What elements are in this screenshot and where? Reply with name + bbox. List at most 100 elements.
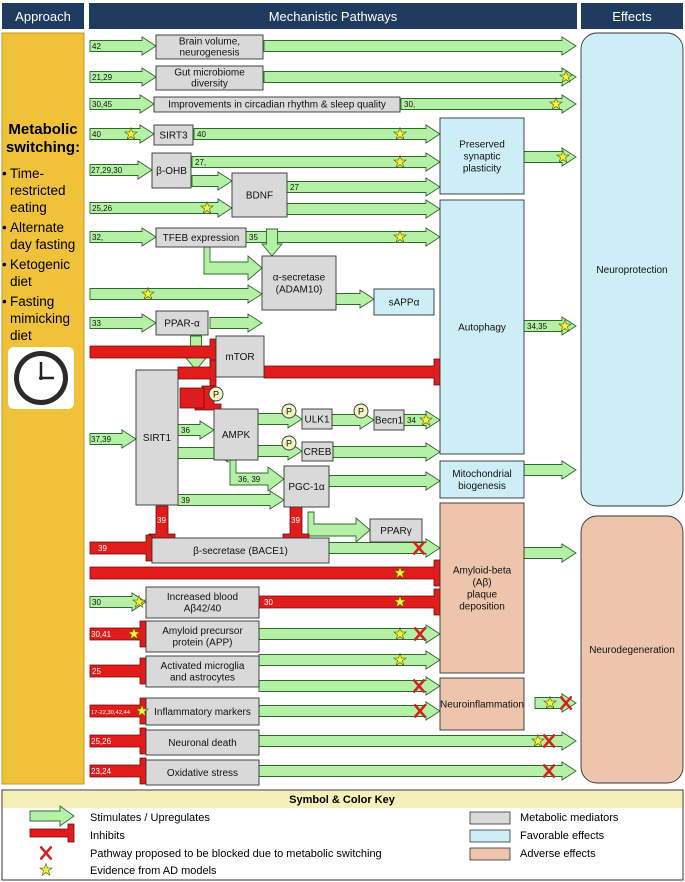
bdnf-box-label: BDNF [246, 191, 273, 202]
pgc1a-box: PGC-1α [283, 465, 330, 508]
citation-r30b: 30 [264, 598, 273, 607]
citation-r3739: 37,39 [91, 435, 112, 444]
arrow-bdnf-to-autophagy [286, 199, 441, 219]
arrow-bohb-to-bdnf [191, 171, 233, 191]
arrow-to-blood-ab [89, 592, 147, 612]
creb-box-label: CREB [304, 447, 332, 458]
arrow-creb-to-autophagy [332, 442, 441, 462]
pathway-arrows [89, 36, 577, 785]
arrow-gut-to-neuroprotection [263, 67, 577, 87]
arrow-tfeb-curve-to-alpha [203, 246, 263, 281]
key-inhibits-label: Inhibits [90, 830, 125, 842]
bullet: • [2, 257, 7, 272]
citation-r2526a: 25,26 [92, 204, 113, 213]
citation-r30: 30 [92, 598, 101, 607]
tfeb-box-label: TFEB expression [163, 233, 240, 244]
approach-item-fmd-1: Fasting [10, 294, 54, 309]
arrow-bohb-to-synaptic [191, 152, 441, 172]
blood-ab-box-label: Increased blood [167, 592, 238, 603]
header-effects-label: Effects [612, 9, 652, 24]
key-inhibits-bar [29, 823, 75, 843]
clock-icon [8, 347, 74, 409]
citation-r39c: 39 [181, 496, 190, 505]
approach-item-keto-2: diet [10, 274, 32, 289]
key-adverse-swatch [469, 847, 511, 861]
bohb-box-label: β-OHB [156, 166, 187, 177]
app-box-label: protein (APP) [172, 638, 232, 649]
gut-microbiome-box-label: Gut microbiome [174, 68, 245, 79]
brain-volume-box: Brain volume,neurogenesis [155, 34, 264, 60]
ulk1-box: ULK1 [301, 408, 333, 430]
header-approach-label: Approach [15, 9, 71, 24]
citation-r27c: 27, [195, 158, 206, 167]
bullet: • [2, 220, 7, 235]
phosphate-icon: P [281, 435, 297, 451]
key-blocked-label: Pathway proposed to be blocked due to me… [90, 848, 382, 860]
citation-r39d: 39 [98, 544, 107, 553]
header-pathways: Mechanistic Pathways [89, 3, 577, 29]
svg-text:P: P [358, 406, 364, 416]
citation-r39a: 39 [157, 516, 166, 525]
citation-r30c: 30, [404, 100, 415, 109]
arrow-circadian-to-neuroprotection [400, 94, 577, 114]
arrow-to-sirt1 [89, 429, 137, 449]
amyloid-beta-box-label: (Aβ) [472, 578, 491, 589]
citation-r33: 33 [92, 319, 101, 328]
circadian-box-label: Improvements in circadian rhythm & sleep… [168, 100, 386, 111]
inhibit-to-amyloid [89, 559, 441, 587]
svg-text:P: P [286, 406, 292, 416]
gut-microbiome-box-label: diversity [191, 79, 228, 90]
arrow-oxidative-to-neurodegeneration [258, 761, 577, 781]
approach-title-2: switching: [6, 139, 80, 156]
circadian-box: Improvements in circadian rhythm & sleep… [153, 96, 401, 113]
arrow-mito-to-neuroprotection [523, 460, 577, 480]
alpha-secretase-box-label: α-secretase [273, 273, 326, 284]
ppara-box-label: PPAR-α [164, 319, 200, 330]
app-box-label: Amyloid precursor [162, 626, 243, 637]
citation-r3045: 30,45 [92, 100, 113, 109]
citation-r3041: 30,41 [91, 630, 112, 639]
approach-item-fmd-2: mimicking [10, 311, 70, 326]
pgc1a-box-label: PGC-1α [288, 482, 325, 493]
synaptic-plasticity-box-label: Preserved [459, 140, 505, 151]
arrow-app-to-amyloid [258, 624, 441, 644]
bullet: • [2, 166, 7, 181]
arrow-to-bohb [89, 160, 153, 180]
arrow-pgc1a-to-mito [328, 471, 441, 491]
amyloid-beta-box-label: plaque [467, 590, 497, 601]
brain-volume-box-label: Brain volume, [179, 37, 240, 48]
approach-title-1: Metabolic [8, 121, 77, 138]
becn1-box-label: Becn1 [375, 416, 404, 427]
autophagy-box: Autophagy [439, 199, 525, 455]
mitochondrial-biogenesis-box-label: biogenesis [458, 481, 506, 492]
svg-text:P: P [213, 389, 219, 399]
citation-r40a: 40 [92, 130, 101, 139]
citation-r17: 17-22,30,42,44 [91, 710, 131, 716]
citation-r34: 34 [407, 416, 416, 425]
citation-r3639: 36, 39 [238, 475, 261, 484]
citation-r3435: 34,35 [527, 322, 548, 331]
neuroinflammation-box: Neuroinflammation [439, 677, 525, 731]
citation-r2526b: 25,26 [91, 737, 112, 746]
arrow-alpha-to-salpha [335, 289, 375, 309]
neuronal-death-box: Neuronal death [145, 729, 260, 756]
arrow-to-circadian [89, 94, 155, 114]
approach-item-fmd-3: diet [10, 328, 32, 343]
neuroinflammation-box-label: Neuroinflammation [440, 700, 524, 711]
synaptic-plasticity-box-label: synaptic [464, 152, 501, 163]
key-stimulates-label: Stimulates / Upregulates [90, 812, 210, 824]
sirt1-box-label: SIRT1 [143, 433, 172, 444]
citation-r40b: 40 [197, 130, 206, 139]
svg-text:P: P [286, 438, 292, 448]
amyloid-beta-box-label: deposition [459, 602, 505, 613]
arrow-to-brain-volume [89, 36, 157, 56]
arrow-tfeb-to-alpha-secretase [261, 228, 283, 257]
salpha-box-label: sAPPα [389, 298, 420, 309]
key-title: Symbol & Color Key [289, 794, 396, 806]
bohb-box: β-OHB [151, 152, 192, 189]
amyloid-beta-box-label: Amyloid-beta [453, 566, 512, 577]
